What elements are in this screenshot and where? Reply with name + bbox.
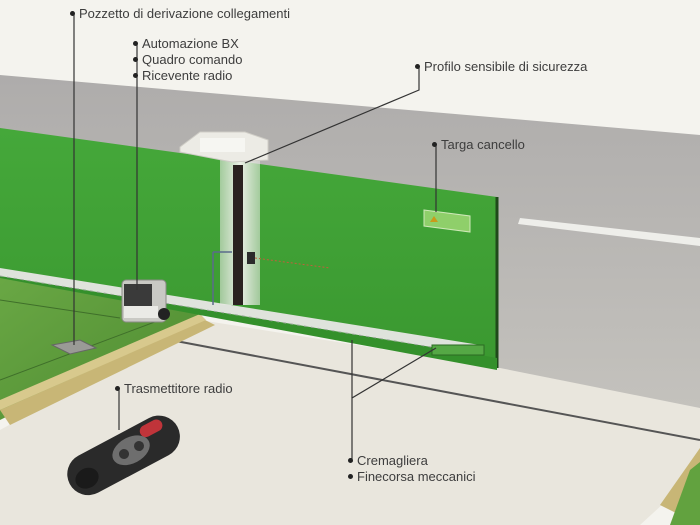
- label-quadro-comando: Quadro comando: [133, 52, 242, 67]
- bullet-icon: [115, 386, 120, 392]
- bullet-icon: [432, 142, 437, 148]
- label-trasmettitore-radio: Trasmettitore radio: [115, 381, 233, 396]
- bullet-icon: [348, 458, 353, 464]
- bullet-icon: [133, 57, 138, 63]
- driveway: [0, 320, 700, 525]
- remote-control: [67, 415, 180, 496]
- bullet-icon: [415, 64, 420, 70]
- label-pozzetto-derivazione: Pozzetto di derivazione collegamenti: [70, 6, 290, 21]
- label-finecorsa-meccanici: Finecorsa meccanici: [348, 469, 476, 484]
- label-ricevente-radio: Ricevente radio: [133, 68, 232, 83]
- bullet-icon: [348, 474, 353, 480]
- label-cremagliera: Cremagliera: [348, 453, 428, 468]
- pillar-safety-edge: [179, 131, 331, 305]
- bullet-icon: [133, 73, 138, 79]
- bullet-icon: [133, 41, 138, 47]
- label-profilo-sensibile: Profilo sensibile di sicurezza: [415, 59, 587, 74]
- label-automazione-bx: Automazione BX: [133, 36, 239, 51]
- bullet-icon: [70, 11, 75, 17]
- motor-unit: [121, 279, 170, 323]
- junction-box: [50, 339, 98, 355]
- leader-lines: [73, 14, 437, 462]
- label-targa-cancello: Targa cancello: [432, 137, 525, 152]
